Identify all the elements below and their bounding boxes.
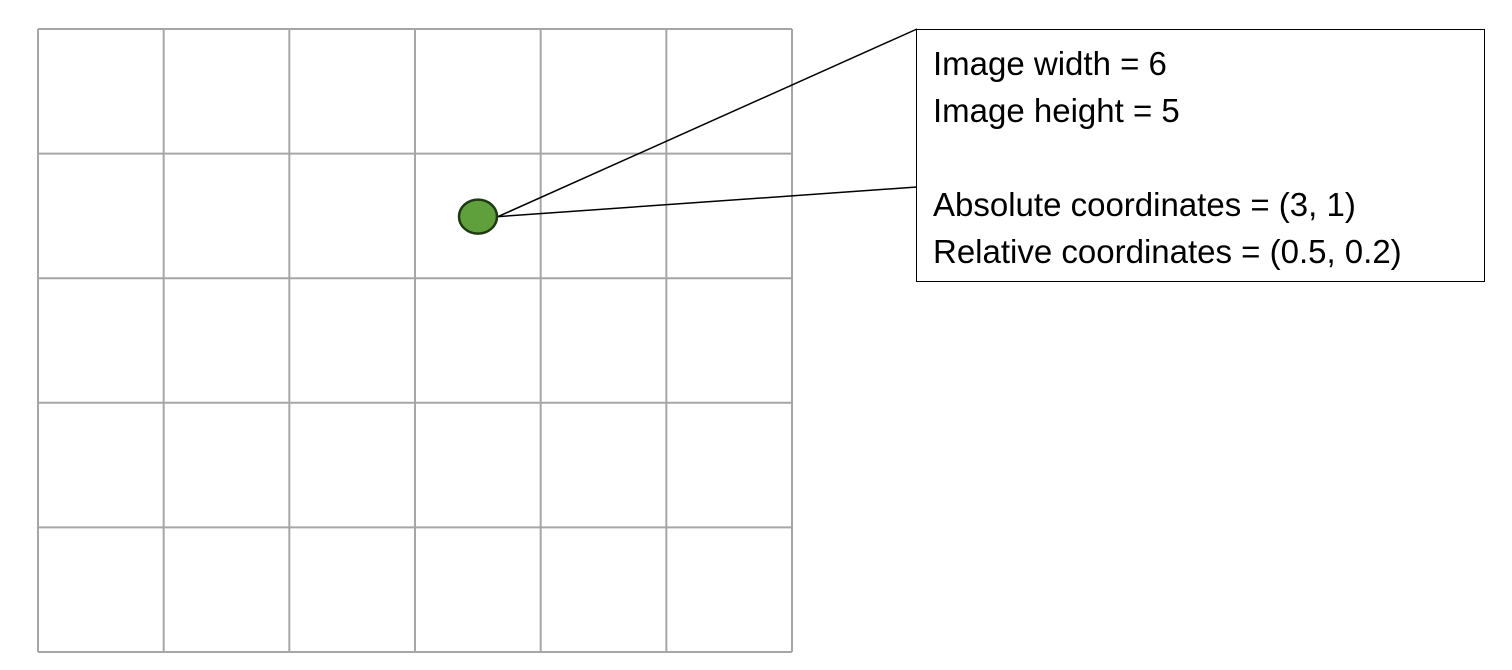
point-marker (457, 198, 499, 235)
callout-leader-line-bottom (497, 186, 918, 218)
image-width-label: Image width = 6 (933, 45, 1167, 82)
callout-box: Image width = 6 Image height = 5 Absolut… (916, 29, 1485, 282)
pixel-grid (37, 28, 793, 653)
absolute-coordinates-label: Absolute coordinates = (3, 1) (933, 186, 1356, 223)
highlighted-point (457, 198, 499, 235)
relative-coordinates-label: Relative coordinates = (0.5, 0.2) (933, 233, 1402, 270)
image-height-label: Image height = 5 (933, 92, 1180, 129)
callout-leader-lines (497, 28, 918, 218)
callout-leader-line-top (497, 28, 918, 218)
callout-spacer (933, 134, 1484, 181)
